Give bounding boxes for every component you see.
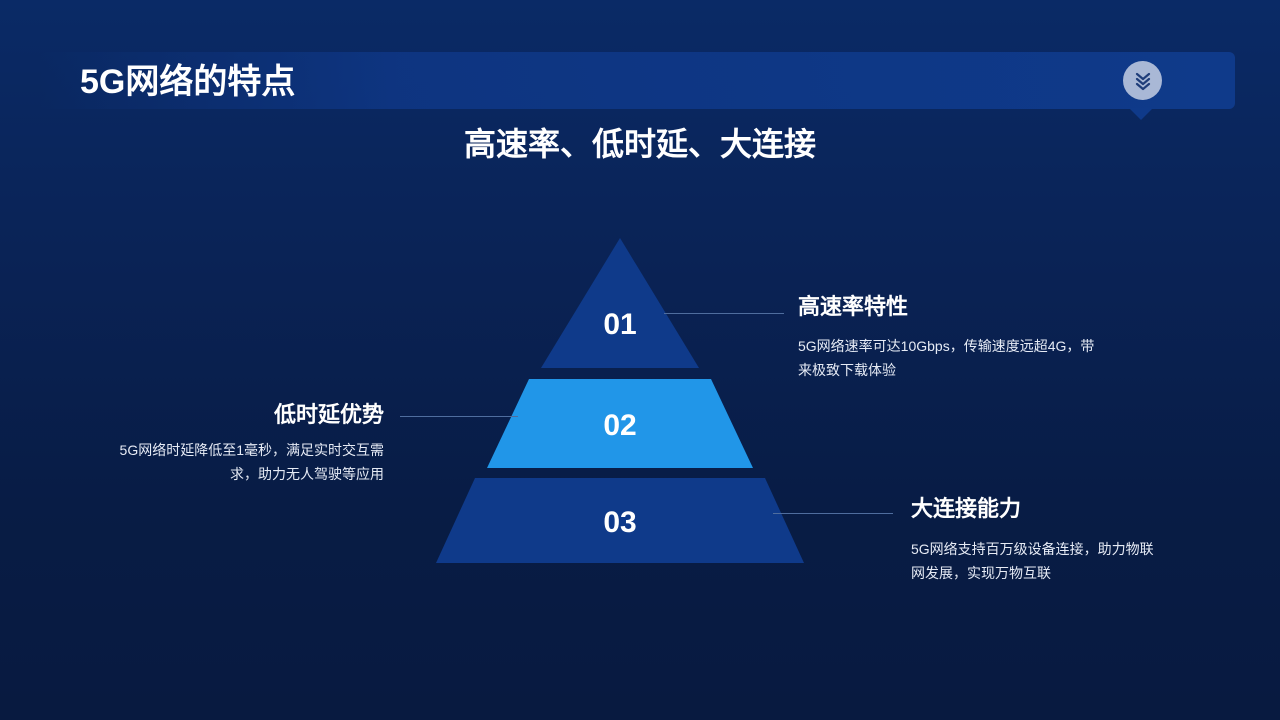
- feature-title-low-latency: 低时延优势: [273, 402, 384, 427]
- chevrons-down-icon: [1135, 72, 1150, 90]
- connector-line-02: [400, 416, 518, 417]
- tier-number-03: 03: [603, 506, 637, 539]
- feature-desc-low-latency-line1: 5G网络时延降低至1毫秒，满足实时交互需: [119, 442, 384, 458]
- feature-desc-high-speed-line1: 5G网络速率可达10Gbps，传输速度远超4G，带: [798, 338, 1095, 354]
- feature-desc-massive-connectivity-line1: 5G网络支持百万级设备连接，助力物联: [911, 541, 1154, 557]
- feature-desc-high-speed-line2: 来极致下载体验: [798, 362, 896, 378]
- chevrons-down-button[interactable]: [1123, 61, 1162, 100]
- header-bar-pointer: [1129, 108, 1153, 120]
- feature-desc-massive-connectivity-line2: 网发展，实现万物互联: [911, 565, 1051, 581]
- pyramid-tier-02: [487, 379, 753, 468]
- slide-subtitle: 高速率、低时延、大连接: [463, 126, 816, 162]
- connector-line-03: [773, 513, 893, 514]
- connector-line-01: [664, 313, 784, 314]
- pyramid-tier-03: [436, 478, 804, 563]
- pyramid-tier-01: [541, 238, 699, 368]
- feature-title-high-speed: 高速率特性: [798, 294, 909, 319]
- tier-number-01: 01: [603, 308, 637, 341]
- feature-title-massive-connectivity: 大连接能力: [911, 496, 1022, 521]
- tier-number-02: 02: [603, 409, 637, 442]
- header-bar: [40, 52, 1235, 109]
- page-title: 5G网络的特点: [80, 63, 296, 101]
- feature-desc-low-latency-line2: 求，助力无人驾驶等应用: [230, 466, 384, 482]
